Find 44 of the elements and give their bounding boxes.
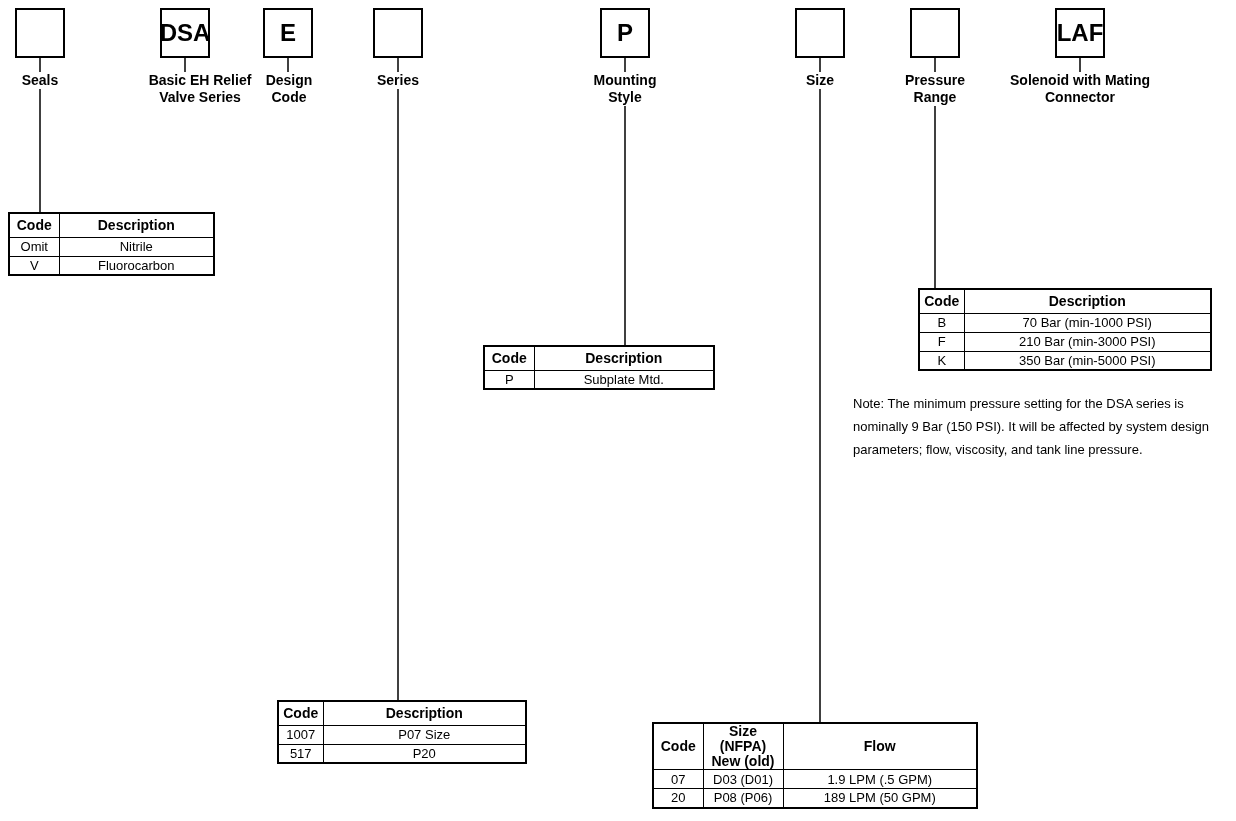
connector-line xyxy=(819,88,821,723)
node-label: Series xyxy=(376,72,420,88)
node-label: Seals xyxy=(21,72,59,88)
connector-line xyxy=(397,57,399,73)
connector-line xyxy=(39,57,41,73)
code-box: LAF xyxy=(1055,8,1105,58)
code-box xyxy=(373,8,423,58)
description-cell: D03 (D01) xyxy=(703,769,783,789)
code-table xyxy=(483,345,715,390)
code-cell: 07 xyxy=(653,769,703,789)
node-label: Pressure Range xyxy=(905,72,965,105)
code-box: P xyxy=(600,8,650,58)
header-cell: Code xyxy=(653,723,703,770)
node-label: Size xyxy=(805,72,834,88)
connector-line xyxy=(819,57,821,73)
code-table xyxy=(277,700,527,764)
code-box xyxy=(15,8,65,58)
header-cell: Size (NFPA) New (old) xyxy=(703,723,783,770)
header-cell: Code xyxy=(484,346,534,370)
code-table xyxy=(8,212,215,276)
code-cell: Omit xyxy=(9,237,59,256)
code-cell: F xyxy=(919,332,964,351)
code-table xyxy=(652,722,978,809)
code-table xyxy=(918,288,1212,371)
connector-line xyxy=(624,105,626,346)
connector-line xyxy=(184,57,186,73)
header-cell: Code xyxy=(919,289,964,313)
connector-line xyxy=(397,88,399,701)
connector-line xyxy=(934,105,936,289)
connector-line xyxy=(1079,57,1081,73)
note-text: Note: The minimum pressure setting for the DSA series is nominally 9 Bar (150 PSI). It will be affected by system design parameters; flow, viscosity, and tank line pressure. xyxy=(853,395,1210,459)
connector-line xyxy=(624,57,626,73)
code-box: E xyxy=(263,8,313,58)
connector-line xyxy=(287,57,289,73)
header-cell: Code xyxy=(9,213,59,237)
header-cell: Code xyxy=(278,701,323,725)
code-cell: 1007 xyxy=(278,725,323,744)
connector-line xyxy=(39,88,41,213)
node-label: Design Code xyxy=(265,72,313,105)
node-label: Mounting Style xyxy=(593,72,657,105)
code-box xyxy=(910,8,960,58)
code-box xyxy=(795,8,845,58)
connector-line xyxy=(934,57,936,73)
code-cell: B xyxy=(919,313,964,332)
